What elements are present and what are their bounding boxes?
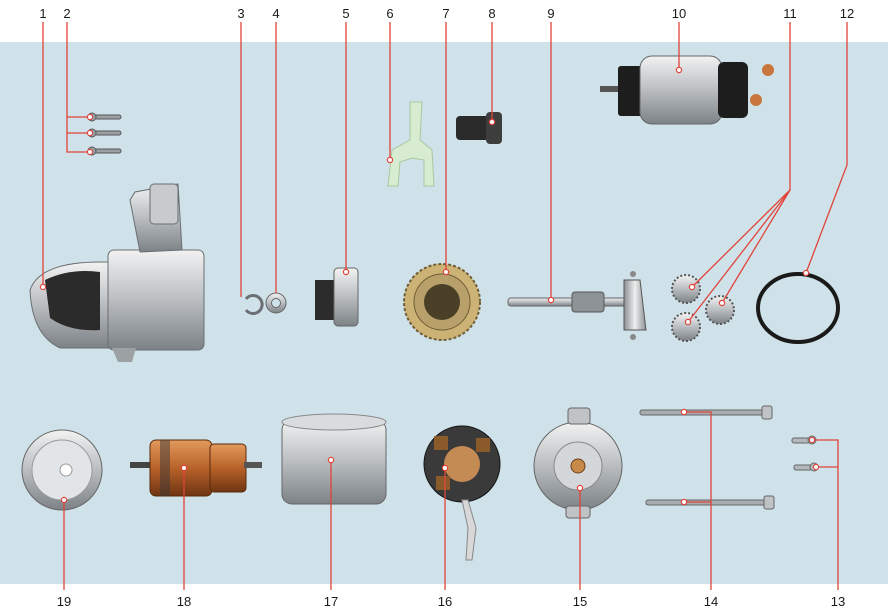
drive-lever-shape <box>387 101 435 187</box>
part-label-18: 18 <box>176 594 192 609</box>
part-label-11: 11 <box>783 6 797 21</box>
end-cover-shape <box>533 407 623 519</box>
leader-branch-11-0 <box>687 189 791 323</box>
leader-dot-11-2 <box>718 299 726 307</box>
part-label-2: 2 <box>63 6 71 21</box>
dust-cap-shape <box>21 429 103 511</box>
stator-housing-shape <box>281 413 387 505</box>
leader-branch-11-1 <box>721 189 791 304</box>
part-label-3: 3 <box>237 6 245 21</box>
ring-gear-shape <box>403 263 481 341</box>
part-label-4: 4 <box>272 6 280 21</box>
part-label-8: 8 <box>488 6 496 21</box>
leader-dot-11-0 <box>688 283 696 291</box>
leader-line-12 <box>805 22 848 274</box>
leader-dot-18-0 <box>180 464 188 472</box>
thrust-washer-shape <box>265 292 287 314</box>
leader-dot-8-0 <box>488 118 496 126</box>
leader-dot-13-0 <box>808 436 816 444</box>
leader-dot-9-0 <box>547 296 555 304</box>
starter-housing-shape <box>29 183 205 362</box>
leader-dot-2-0 <box>86 113 94 121</box>
leader-dots <box>39 66 820 506</box>
part-label-14: 14 <box>703 594 719 609</box>
drive-pinion-shape <box>315 267 359 327</box>
leader-dot-11-1 <box>684 318 692 326</box>
part-label-16: 16 <box>437 594 453 609</box>
part-label-9: 9 <box>547 6 555 21</box>
armature-shape <box>130 439 262 497</box>
through-bolts-shape <box>639 405 775 510</box>
part-label-19: 19 <box>56 594 72 609</box>
snap-ring-shape <box>244 294 264 315</box>
leader-dot-7-0 <box>442 268 450 276</box>
gasket-ring-shape <box>756 272 840 344</box>
part-label-1: 1 <box>39 6 47 21</box>
leader-dot-5-0 <box>342 268 350 276</box>
solenoid-shape <box>600 55 774 125</box>
leader-dot-19-0 <box>60 496 68 504</box>
leader-dot-2-1 <box>86 129 94 137</box>
leader-dot-14-0 <box>680 408 688 416</box>
leader-dot-6-0 <box>386 156 394 164</box>
leader-line-2 <box>66 22 90 153</box>
planet-gears-shape <box>671 274 735 342</box>
leader-line-13 <box>812 439 839 590</box>
part-label-5: 5 <box>342 6 350 21</box>
rubber-seal-shape <box>456 112 502 144</box>
leader-dot-10-0 <box>675 66 683 74</box>
drive-shaft-shape <box>507 271 647 340</box>
leader-lines <box>42 22 848 590</box>
leader-dot-13-1 <box>812 463 820 471</box>
leader-line-14 <box>684 411 712 590</box>
leader-dot-15-0 <box>576 484 584 492</box>
leader-dot-14-1 <box>680 498 688 506</box>
part-label-6: 6 <box>386 6 394 21</box>
brush-holder-shape <box>423 425 501 561</box>
part-label-12: 12 <box>839 6 855 21</box>
part-label-7: 7 <box>442 6 450 21</box>
part-label-13: 13 <box>830 594 846 609</box>
leader-dot-16-0 <box>441 464 449 472</box>
leader-dot-1-0 <box>39 283 47 291</box>
leader-dot-12-0 <box>802 269 810 277</box>
part-label-10: 10 <box>671 6 687 21</box>
leader-dot-2-2 <box>86 148 94 156</box>
leader-dot-17-0 <box>327 456 335 464</box>
part-label-15: 15 <box>572 594 588 609</box>
part-label-17: 17 <box>323 594 339 609</box>
